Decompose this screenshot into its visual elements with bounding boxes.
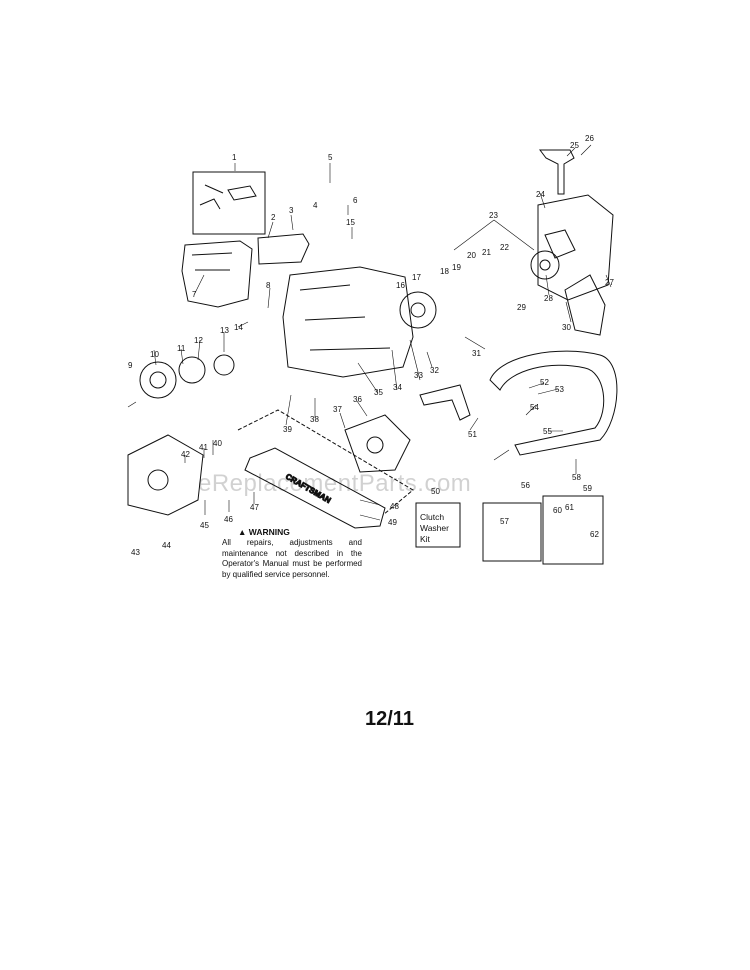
part-label-33: 33 [414,371,423,380]
part-label-40: 40 [213,439,222,448]
part-label-50: 50 [431,487,440,496]
part-label-53: 53 [555,385,564,394]
part-label-10: 10 [150,350,159,359]
warning-body: All repairs, adjustments and maintenance… [222,538,362,579]
part-label-60: 60 [553,506,562,515]
part-7-cover [181,240,253,308]
part-17-flywheel [399,291,437,329]
part-label-14: 14 [234,323,243,332]
part-label-5: 5 [328,153,333,162]
part-label-13: 13 [220,326,229,335]
part-59-kit-box [542,495,604,565]
part-label-25: 25 [570,141,579,150]
part-label-3: 3 [289,206,294,215]
part-label-16: 16 [396,281,405,290]
watermark-text: eReplacementParts.com [198,470,472,497]
part-label-4: 4 [313,201,318,210]
part-label-43: 43 [131,548,140,557]
part-label-51: 51 [468,430,477,439]
part-label-2: 2 [271,213,276,222]
part-28-pulley [530,250,560,280]
part-2-filter-cover [257,233,310,265]
part-48-guide-bar [244,447,386,529]
part-label-41: 41 [199,443,208,452]
part-label-45: 45 [200,521,209,530]
part-49-chain [237,409,414,516]
part-label-36: 36 [353,395,362,404]
part-33-handguard [419,384,471,421]
part-label-48: 48 [390,502,399,511]
part-label-28: 28 [544,294,553,303]
part-35-engine-housing [282,266,414,378]
part-label-32: 32 [430,366,439,375]
part-24-starter-housing [537,194,614,301]
part-label-35: 35 [374,388,383,397]
part-25-starter-handle [539,149,575,195]
part-36-chain-brake [344,414,411,473]
part-label-54: 54 [530,403,539,412]
part-label-52: 52 [540,378,549,387]
warning-icon: ▲ [238,527,247,537]
part-label-30: 30 [562,323,571,332]
part-label-17: 17 [412,273,421,282]
warning-title-text: WARNING [248,527,290,537]
part-label-37: 37 [333,405,342,414]
page-number: 12/11 [365,708,414,730]
part-label-59: 59 [583,484,592,493]
part-label-46: 46 [224,515,233,524]
part-label-26: 26 [585,134,594,143]
part-label-61: 61 [565,503,574,512]
part-label-38: 38 [310,415,319,424]
part-label-44: 44 [162,541,171,550]
warning-title: ▲ WARNING [238,527,290,537]
part-57-kit-box [482,502,542,562]
part-label-23: 23 [489,211,498,220]
part-44-sprocket-cover [127,434,204,516]
part-label-56: 56 [521,481,530,490]
part-label-24: 24 [536,190,545,199]
part-label-18: 18 [440,267,449,276]
part-30-guard [564,274,606,336]
part-label-39: 39 [283,425,292,434]
part-label-1: 1 [232,153,237,162]
part-13-washer [213,354,235,376]
part-label-47: 47 [250,503,259,512]
part-label-9: 9 [128,361,133,370]
part-label-7: 7 [192,290,197,299]
part-label-55: 55 [543,427,552,436]
part-56-front-handle [489,350,618,456]
part-label-8: 8 [266,281,271,290]
part-label-34: 34 [393,383,402,392]
part-label-21: 21 [482,248,491,257]
part-10-clutch-drum [139,361,177,399]
part-1-kit-box [192,171,266,235]
part-label-49: 49 [388,518,397,527]
part-label-20: 20 [467,251,476,260]
part-50-kit-box [415,502,461,548]
part-label-62: 62 [590,530,599,539]
part-label-15: 15 [346,218,355,227]
part-label-22: 22 [500,243,509,252]
part-label-57: 57 [500,517,509,526]
part-label-58: 58 [572,473,581,482]
part-label-11: 11 [177,344,186,353]
part-label-31: 31 [472,349,481,358]
part-label-19: 19 [452,263,461,272]
part-label-29: 29 [517,303,526,312]
clutch-washer-kit-label: Clutch Washer Kit [420,512,449,544]
part-label-42: 42 [181,450,190,459]
part-label-12: 12 [194,336,203,345]
part-label-27: 27 [605,278,614,287]
part-12-clutch [178,356,206,384]
part-label-6: 6 [353,196,358,205]
